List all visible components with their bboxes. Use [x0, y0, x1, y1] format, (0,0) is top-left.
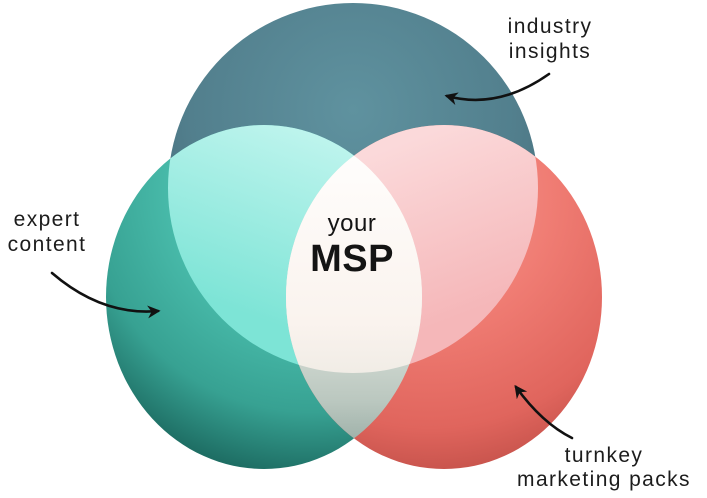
label-industry-insights: industry insights	[450, 14, 650, 64]
label-turnkey-line1: turnkey	[564, 444, 644, 467]
label-expert-line2: content	[7, 233, 87, 256]
label-turnkey-marketing-packs: turnkey marketing packs	[498, 444, 707, 492]
arrow-turnkey-marketing-packs	[514, 384, 574, 440]
center-label-msp: MSP	[310, 238, 394, 280]
arrow-industry-insights	[444, 72, 551, 106]
label-expert-line1: expert	[13, 208, 81, 231]
label-industry-line1: industry	[507, 15, 593, 38]
label-expert-content: expert content	[0, 207, 100, 257]
center-label-your: your	[327, 210, 377, 237]
arrow-expert-content	[50, 271, 161, 319]
overlap-center	[286, 125, 422, 373]
label-turnkey-line2: marketing packs	[517, 468, 691, 491]
center-label-your-msp: your MSP	[252, 210, 452, 280]
label-industry-line2: insights	[508, 40, 592, 63]
